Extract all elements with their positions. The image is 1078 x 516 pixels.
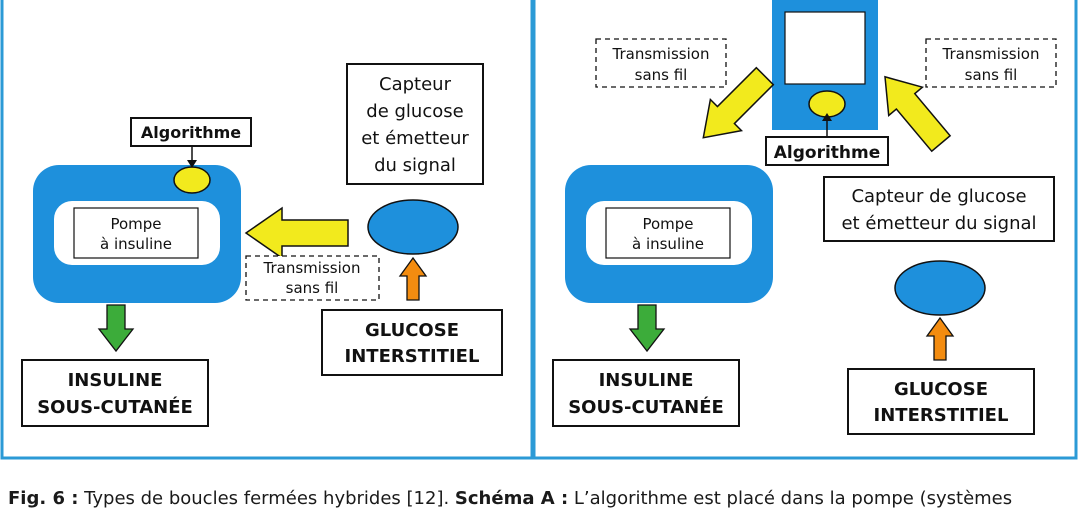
schema-b-pump-label-line1: Pompe — [642, 215, 693, 233]
schema-b-insulin-box — [552, 359, 740, 427]
schema-b-wireless-arrow-left — [702, 66, 775, 139]
schema-b-insulin-line1: INSULINE — [599, 370, 694, 391]
schema-a-transmission-line2: sans fil — [286, 279, 339, 297]
schema-b-wireless-arrow-right — [884, 75, 952, 153]
schema-a-pump-label-line2: à insuline — [100, 235, 172, 253]
schema-b-transmission-right-line2: sans fil — [965, 66, 1018, 84]
schema-b-algorithm-box — [765, 136, 889, 166]
caption-part1: Types de boucles fermées hybrides [12]. — [78, 488, 455, 509]
schema-b-transmission-left-box — [595, 38, 727, 88]
schema-a-panel — [0, 0, 534, 460]
schema-a-transmission-box — [245, 255, 380, 301]
schema-a-glucose-line2: INTERSTITIEL — [345, 346, 480, 367]
schema-a-algorithm-pointer-head — [187, 160, 197, 168]
schema-b-sensor-label-line1: Capteur de glucose — [851, 186, 1026, 207]
schema-b-pump-label-box — [605, 207, 731, 259]
schema-b-glucose-box — [847, 368, 1035, 435]
schema-a-insulin-arrow — [97, 304, 135, 353]
schema-b-transmission-right-line1: Transmission — [942, 45, 1040, 63]
schema-b-pump-label-line2: à insuline — [632, 235, 704, 253]
schema-a-glucose-box — [321, 309, 503, 376]
schema-b-glucose-line2: INTERSTITIEL — [874, 405, 1009, 426]
schema-a-sensor-label-line3: et émetteur — [361, 128, 469, 149]
schema-a-pump-label-box — [73, 207, 199, 259]
schema-a-glucose-arrow — [398, 256, 428, 301]
schema-b-sensor-box — [823, 176, 1055, 242]
schema-b-sensor — [894, 260, 986, 316]
schema-a-sensor-label-line1: Capteur — [379, 74, 452, 95]
schema-a-glucose-line1: GLUCOSE — [365, 320, 459, 341]
schema-b-transmission-left-line2: sans fil — [635, 66, 688, 84]
schema-b-glucose-line1: GLUCOSE — [894, 379, 988, 400]
schema-a-insulin-line1: INSULINE — [68, 370, 163, 391]
schema-a-sensor-box — [346, 63, 484, 185]
schema-a-sensor-label-line2: de glucose — [366, 101, 463, 122]
schema-b-glucose-arrow — [925, 316, 955, 361]
figure-caption: Fig. 6 : Types de boucles fermées hybrid… — [8, 488, 1078, 509]
schema-b-transmission-left-line1: Transmission — [612, 45, 710, 63]
caption-fig-label: Fig. 6 : — [8, 488, 79, 509]
schema-a-frame — [0, 0, 534, 460]
schema-a-algorithm-box — [130, 117, 252, 147]
schema-b-algorithm-pointer-head — [822, 113, 832, 121]
schema-b-insulin-line2: SOUS-CUTANÉE — [568, 396, 724, 418]
schema-a-sensor — [367, 199, 459, 255]
schema-b-transmission-right-box — [925, 38, 1057, 88]
schema-a-wireless-arrow — [244, 206, 349, 260]
schema-a-sensor-label-line4: du signal — [374, 155, 456, 176]
schema-a-algorithm-label: Algorithme — [141, 123, 241, 142]
schema-a-algorithm-chip — [173, 166, 211, 194]
schema-b-algorithm-label: Algorithme — [774, 143, 881, 163]
schema-b-sensor-label-line2: et émetteur du signal — [841, 213, 1036, 234]
caption-part2: L’algorithme est placé dans la pompe (sy… — [568, 488, 1013, 509]
schema-b-panel — [532, 0, 1078, 460]
schema-b-insulin-arrow — [628, 304, 666, 353]
schema-a-insulin-box — [21, 359, 209, 427]
schema-a-pump-label-line1: Pompe — [110, 215, 161, 233]
schema-a-insulin-line2: SOUS-CUTANÉE — [37, 396, 193, 418]
schema-b-controller-screen — [784, 11, 866, 85]
caption-schema-label: Schéma A : — [454, 488, 569, 509]
schema-a-transmission-line1: Transmission — [263, 259, 361, 277]
schema-b-frame — [532, 0, 1078, 460]
